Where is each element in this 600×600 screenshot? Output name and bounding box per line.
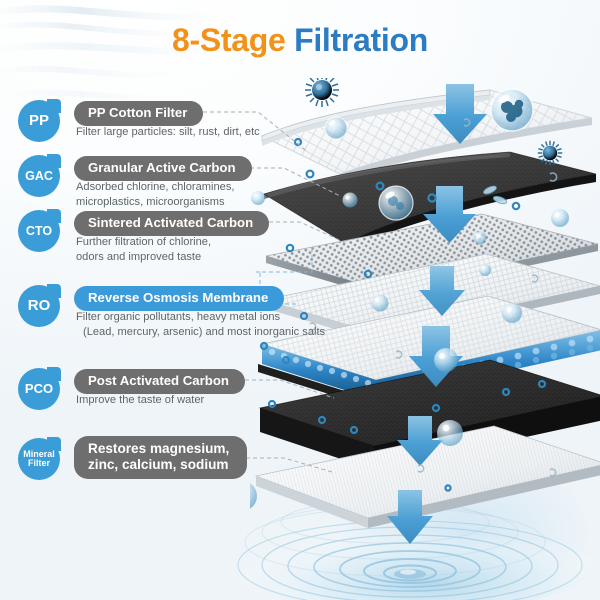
pill-mineral-line1: Restores magnesium, xyxy=(88,441,230,456)
background-wave-streaks xyxy=(0,5,270,101)
flow-arrow-5 xyxy=(397,416,443,466)
desc-ro-line2: (Lead, mercury, arsenic) and most inorga… xyxy=(83,326,326,339)
water-droplet-9 xyxy=(434,348,458,372)
desc-cto: Further filtration of chlorine, odors an… xyxy=(76,235,211,266)
desc-cto-line1: Further filtration of chlorine, xyxy=(76,236,212,248)
water-droplet-2 xyxy=(378,185,414,221)
badge-ro[interactable]: RO xyxy=(18,284,61,327)
badge-pco-code: PCO xyxy=(24,381,54,397)
layer-granular-active-carbon xyxy=(263,151,597,252)
pill-gac-title[interactable]: Granular Active Carbon xyxy=(74,156,252,181)
water-droplet-1 xyxy=(324,116,348,140)
bacteria-rods xyxy=(483,185,508,205)
desc-pp-line1: Filter large particles: silt, rust, dirt… xyxy=(76,126,260,138)
pill-pco-title[interactable]: Post Activated Carbon xyxy=(74,369,245,394)
filter-layer-stack-graphic xyxy=(250,78,600,544)
water-droplet-12 xyxy=(250,483,257,509)
contaminant-particles xyxy=(250,78,569,509)
water-droplet-8 xyxy=(502,303,522,323)
desc-gac-line2: microplastics, microorganisms xyxy=(76,196,225,209)
page-title: 8-Stage Filtration xyxy=(0,22,600,59)
water-droplet-11 xyxy=(437,420,463,446)
badge-cto-code: CTO xyxy=(25,223,53,238)
water-droplet-4 xyxy=(473,231,487,245)
pill-ro-title[interactable]: Reverse Osmosis Membrane xyxy=(74,286,285,311)
badge-mineral-line1: Mineral xyxy=(23,448,55,459)
desc-gac: Adsorbed chlorine, chloramines, micropla… xyxy=(76,180,234,211)
pill-mineral-title[interactable]: Restores magnesium, zinc, calcium, sodiu… xyxy=(74,436,248,480)
flow-arrow-3 xyxy=(419,266,465,316)
badge-gac-code: GAC xyxy=(25,168,53,183)
water-droplet-7 xyxy=(371,294,389,312)
flow-arrow-2 xyxy=(423,186,476,243)
desc-ro: Filter organic pollutants, heavy metal i… xyxy=(76,310,325,341)
desc-pp: Filter large particles: silt, rust, dirt… xyxy=(76,125,260,140)
virus-icon-2 xyxy=(537,140,563,166)
title-part-stage: 8-Stage xyxy=(172,22,286,58)
bacteria-bubble xyxy=(490,88,534,132)
flow-arrow-6 xyxy=(387,490,433,544)
badge-mineral-filter[interactable]: Mineral Filter xyxy=(18,437,61,480)
desc-ro-line1: Filter organic pollutants, heavy metal i… xyxy=(76,311,281,323)
badge-gac[interactable]: GAC xyxy=(18,154,61,197)
title-part-filtration: Filtration xyxy=(294,22,428,58)
pill-pp-title[interactable]: PP Cotton Filter xyxy=(74,101,204,126)
pill-mineral-line2: zinc, calcium, sodium xyxy=(88,457,229,473)
badge-pp-code: PP xyxy=(28,112,49,130)
layer-mineral-filter xyxy=(254,425,600,528)
badge-pco[interactable]: PCO xyxy=(18,367,61,410)
badge-ro-code: RO xyxy=(27,297,51,315)
water-droplet-5 xyxy=(551,209,569,227)
desc-gac-line1: Adsorbed chlorine, chloramines, xyxy=(76,181,235,193)
water-droplet-10 xyxy=(251,191,265,205)
pill-cto-title[interactable]: Sintered Activated Carbon xyxy=(74,211,270,236)
virus-icon-1 xyxy=(305,78,339,107)
desc-cto-line2: odors and improved taste xyxy=(76,251,202,264)
flow-arrow-1 xyxy=(433,84,487,144)
water-droplet-3 xyxy=(342,192,358,208)
micro-specks xyxy=(309,118,558,477)
badge-pp[interactable]: PP xyxy=(18,99,61,142)
desc-pco: Improve the taste of water xyxy=(76,393,204,408)
desc-pco-line1: Improve the taste of water xyxy=(76,394,205,406)
water-droplet-6 xyxy=(479,264,491,276)
badge-mineral-line2: Filter xyxy=(27,458,50,468)
badge-cto[interactable]: CTO xyxy=(18,209,61,252)
